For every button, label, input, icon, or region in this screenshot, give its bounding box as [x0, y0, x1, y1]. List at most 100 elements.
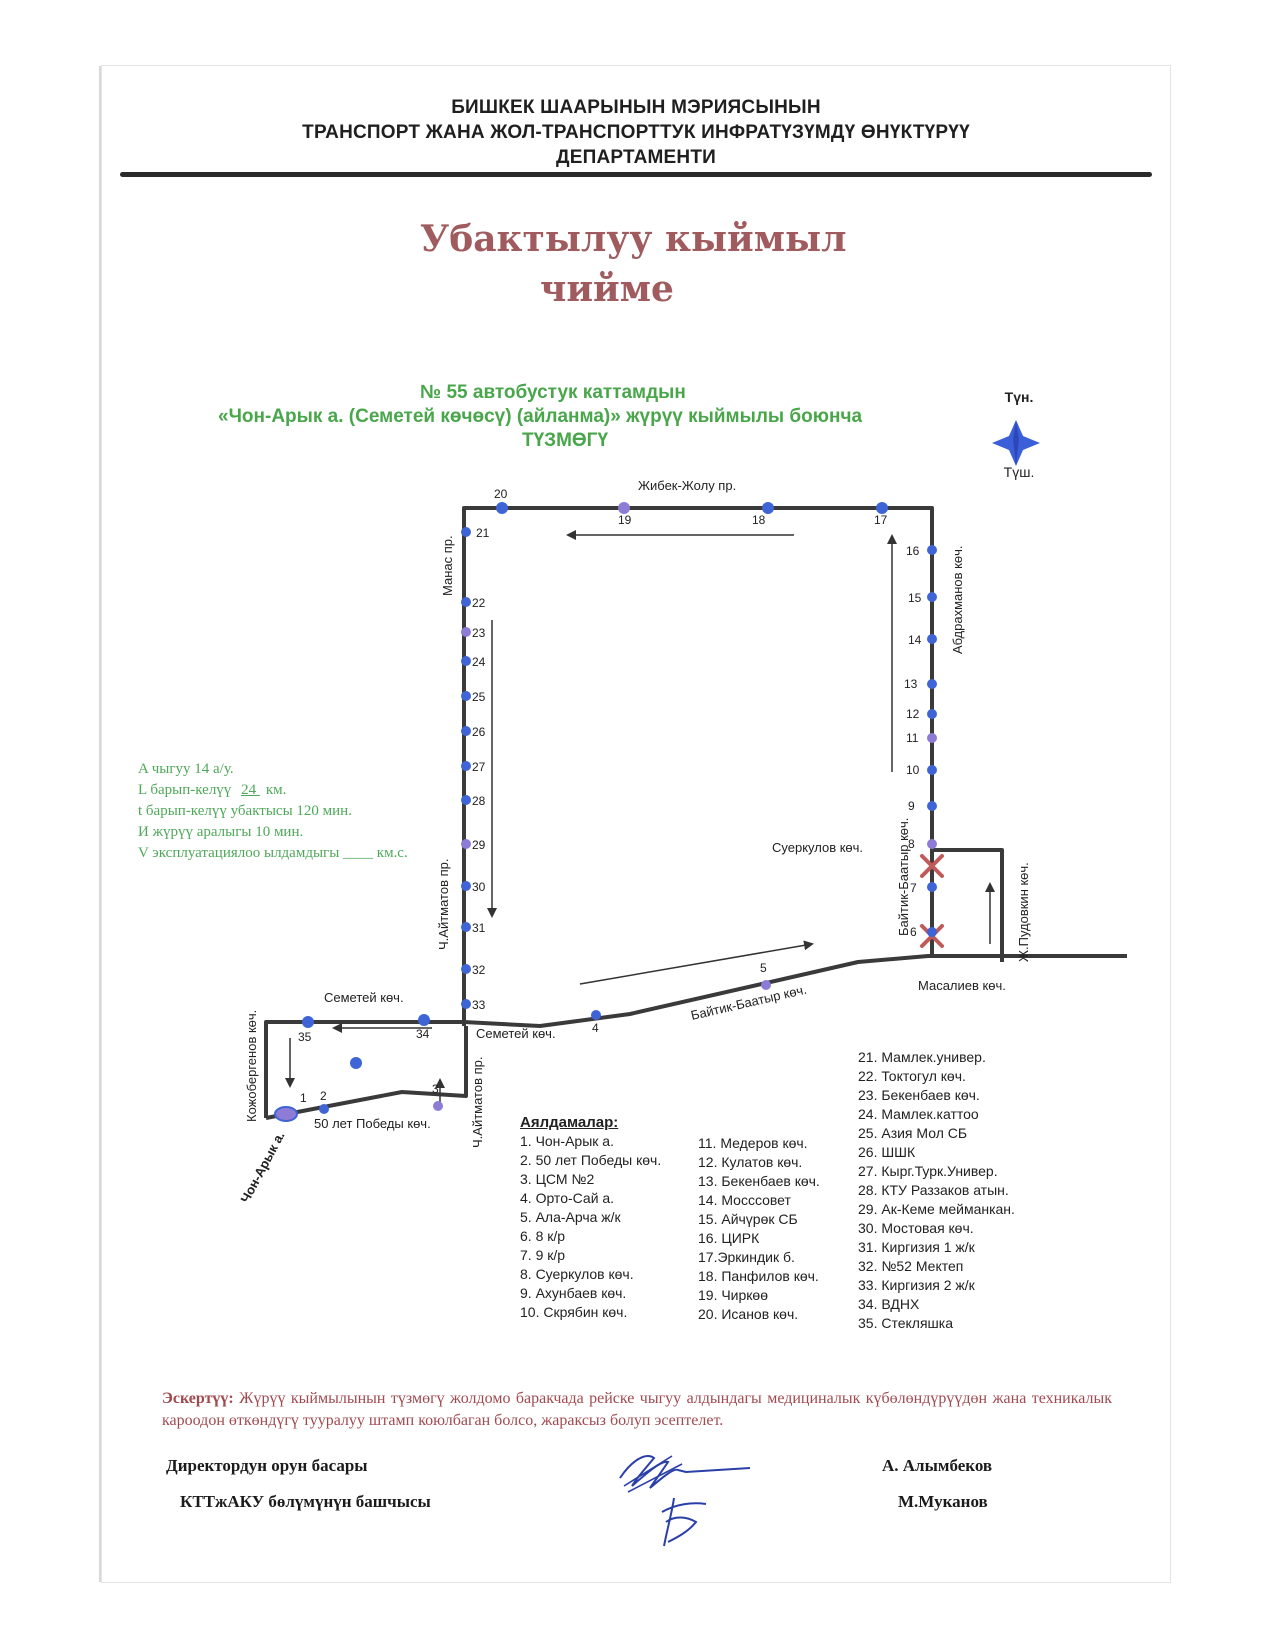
legend-item: 3. ЦСМ №2: [520, 1171, 595, 1187]
legend-item: 4. Орто-Сай а.: [520, 1190, 615, 1206]
legend-item: 26. ШШК: [858, 1144, 916, 1160]
legend-item: 32. №52 Мектеп: [858, 1258, 964, 1274]
stop-label-13: 13: [904, 677, 918, 691]
stop-label-21: 21: [476, 526, 490, 540]
stop-20-marker: [496, 502, 508, 514]
compass-north: Түн.: [1005, 389, 1034, 405]
stop-27-marker: [461, 761, 471, 771]
stop-13-marker: [927, 679, 937, 689]
stop-label-11: 11: [906, 731, 919, 745]
stop-label-3: 3: [432, 1082, 439, 1096]
stop-label-30: 30: [472, 880, 486, 894]
signature-name-1: А. Алымбеков: [882, 1456, 993, 1475]
stop-label-4: 4: [592, 1021, 599, 1035]
stop-9-marker: [927, 801, 937, 811]
stop-23-marker: [461, 627, 471, 637]
stop-label-23: 23: [472, 626, 486, 640]
compass-south: Түш.: [1004, 464, 1035, 480]
stop-label-8: 8: [908, 837, 915, 851]
stop-16-marker: [927, 545, 937, 555]
stop-14-marker: [927, 634, 937, 644]
stop-label-24: 24: [472, 655, 486, 669]
stop-label-31: 31: [472, 921, 486, 935]
stop-label-16: 16: [906, 544, 920, 558]
stop-17-marker: [876, 502, 888, 514]
route-map: Түн. Түш.: [237, 389, 1127, 1205]
stop-22-marker: [461, 597, 471, 607]
legend-item: 15. Айчүрөк СБ: [698, 1211, 798, 1227]
stop-label-2: 2: [320, 1089, 327, 1103]
stop-label-20: 20: [494, 487, 508, 501]
stop-label-9: 9: [908, 799, 915, 813]
legend-item: 27. Кырг.Турк.Универ.: [858, 1163, 998, 1179]
street-abdrakhmanov: Абдрахманов көч.: [950, 546, 965, 654]
legend-column-3: 21. Мамлек.универ. 22. Токтогул көч. 23.…: [858, 1048, 1015, 1333]
stop-labels: 1 2 3 4 5 6 7 8 9 10 11 12 13 14 15 16 1…: [298, 487, 922, 1105]
legend-item: 16. ЦИРК: [698, 1230, 760, 1246]
route-line: [264, 506, 1127, 1120]
header-line-2: ТРАНСПОРТ ЖАНА ЖОЛ-ТРАНСПОРТТУК ИНФРАТҮЗ…: [302, 122, 970, 143]
stop-label-29: 29: [472, 838, 486, 852]
stop-31-marker: [461, 922, 471, 932]
signature-role-2: КТТжАКУ бөлүмүнүн башчысы: [180, 1492, 431, 1511]
legend-item: 31. Киргизия 1 ж/к: [858, 1239, 975, 1255]
extra-stop-marker: [350, 1057, 362, 1069]
stop-label-5: 5: [760, 961, 767, 975]
stop-label-14: 14: [908, 633, 922, 647]
param-interval: И жүрүү аралыгы 10 мин.: [138, 824, 304, 840]
stop-19-marker: [618, 502, 630, 514]
stop-29-marker: [461, 839, 471, 849]
stop-label-17: 17: [874, 513, 888, 527]
stop-label-26: 26: [472, 725, 486, 739]
signature-role-1: Директордун орун басары: [166, 1456, 368, 1475]
street-zhibek-zholu: Жибек-Жолу пр.: [638, 478, 736, 493]
stop-label-32: 32: [472, 963, 486, 977]
legend-item: 12. Кулатов көч.: [698, 1154, 803, 1170]
stop-28-marker: [461, 795, 471, 805]
legend-item: 24. Мамлек.каттоо: [858, 1106, 979, 1122]
legend-item: 10. Скрябин көч.: [520, 1304, 628, 1320]
stop-label-6: 6: [910, 925, 917, 939]
stop-2-marker: [319, 1104, 329, 1114]
stop-32-marker: [461, 964, 471, 974]
legend-item: 23. Бекенбаев көч.: [858, 1087, 980, 1103]
stop-label-19: 19: [618, 513, 632, 527]
legend-item: 8. Суеркулов көч.: [520, 1266, 634, 1282]
stop-10-marker: [927, 765, 937, 775]
stop-30-marker: [461, 881, 471, 891]
legend-item: 11. Медеров көч.: [698, 1135, 808, 1151]
legend-item: 17.Эркиндик б.: [698, 1249, 795, 1265]
street-pudovkin: Ж.Пудовкин көч.: [1016, 862, 1031, 962]
stop-label-34: 34: [416, 1027, 430, 1041]
param-vehicles: A чыгуу 14 а/у.: [138, 761, 234, 777]
legend-item: 21. Мамлек.универ.: [858, 1049, 986, 1065]
stop-6-marker: [927, 927, 937, 937]
street-semetey-mid: Семетей көч.: [476, 1026, 556, 1041]
stop-15-marker: [927, 592, 937, 602]
warning-note: Эскертүү: Жүрүү кыймылынын түзмөгү жолдо…: [162, 1388, 1112, 1432]
stop-label-27: 27: [472, 760, 486, 774]
stop-label-25: 25: [472, 690, 486, 704]
stop-24-marker: [461, 656, 471, 666]
subtitle-line-2: «Чон-Арык а. (Семетей көчөсү) (айланма)»…: [218, 406, 863, 427]
header-line-3: ДЕПАРТАМЕНТИ: [555, 147, 717, 168]
stop-markers: [274, 502, 937, 1122]
direction-arrows: [285, 530, 995, 1108]
legend-item: 20. Исанов көч.: [698, 1306, 799, 1322]
subtitle-line-1: № 55 автобустук каттамдын: [420, 382, 686, 403]
stop-label-22: 22: [472, 596, 486, 610]
legend-item: 22. Токтогул көч.: [858, 1068, 966, 1084]
stop-8-marker: [927, 839, 937, 849]
legend-item: 1. Чон-Арык а.: [520, 1133, 614, 1149]
param-length: L барып-келүү 24 км.: [138, 782, 287, 798]
legend-item: 25. Азия Мол СБ: [858, 1125, 968, 1141]
stop-label-18: 18: [752, 513, 766, 527]
header-line-1: БИШКЕК ШААРЫНЫН МЭРИЯСЫНЫН: [451, 97, 821, 118]
legend-item: 7. 9 к/р: [520, 1247, 566, 1263]
street-baitik-vertical: Байтик-Баатыр көч.: [896, 818, 911, 936]
stop-33-marker: [461, 999, 471, 1009]
stop-1-marker: [274, 1106, 298, 1122]
stop-label-7: 7: [910, 881, 917, 895]
street-50-let-pobedy: 50 лет Победы көч.: [314, 1116, 431, 1131]
legend-column-2: 11. Медеров көч. 12. Кулатов көч. 13. Бе…: [698, 1134, 820, 1324]
